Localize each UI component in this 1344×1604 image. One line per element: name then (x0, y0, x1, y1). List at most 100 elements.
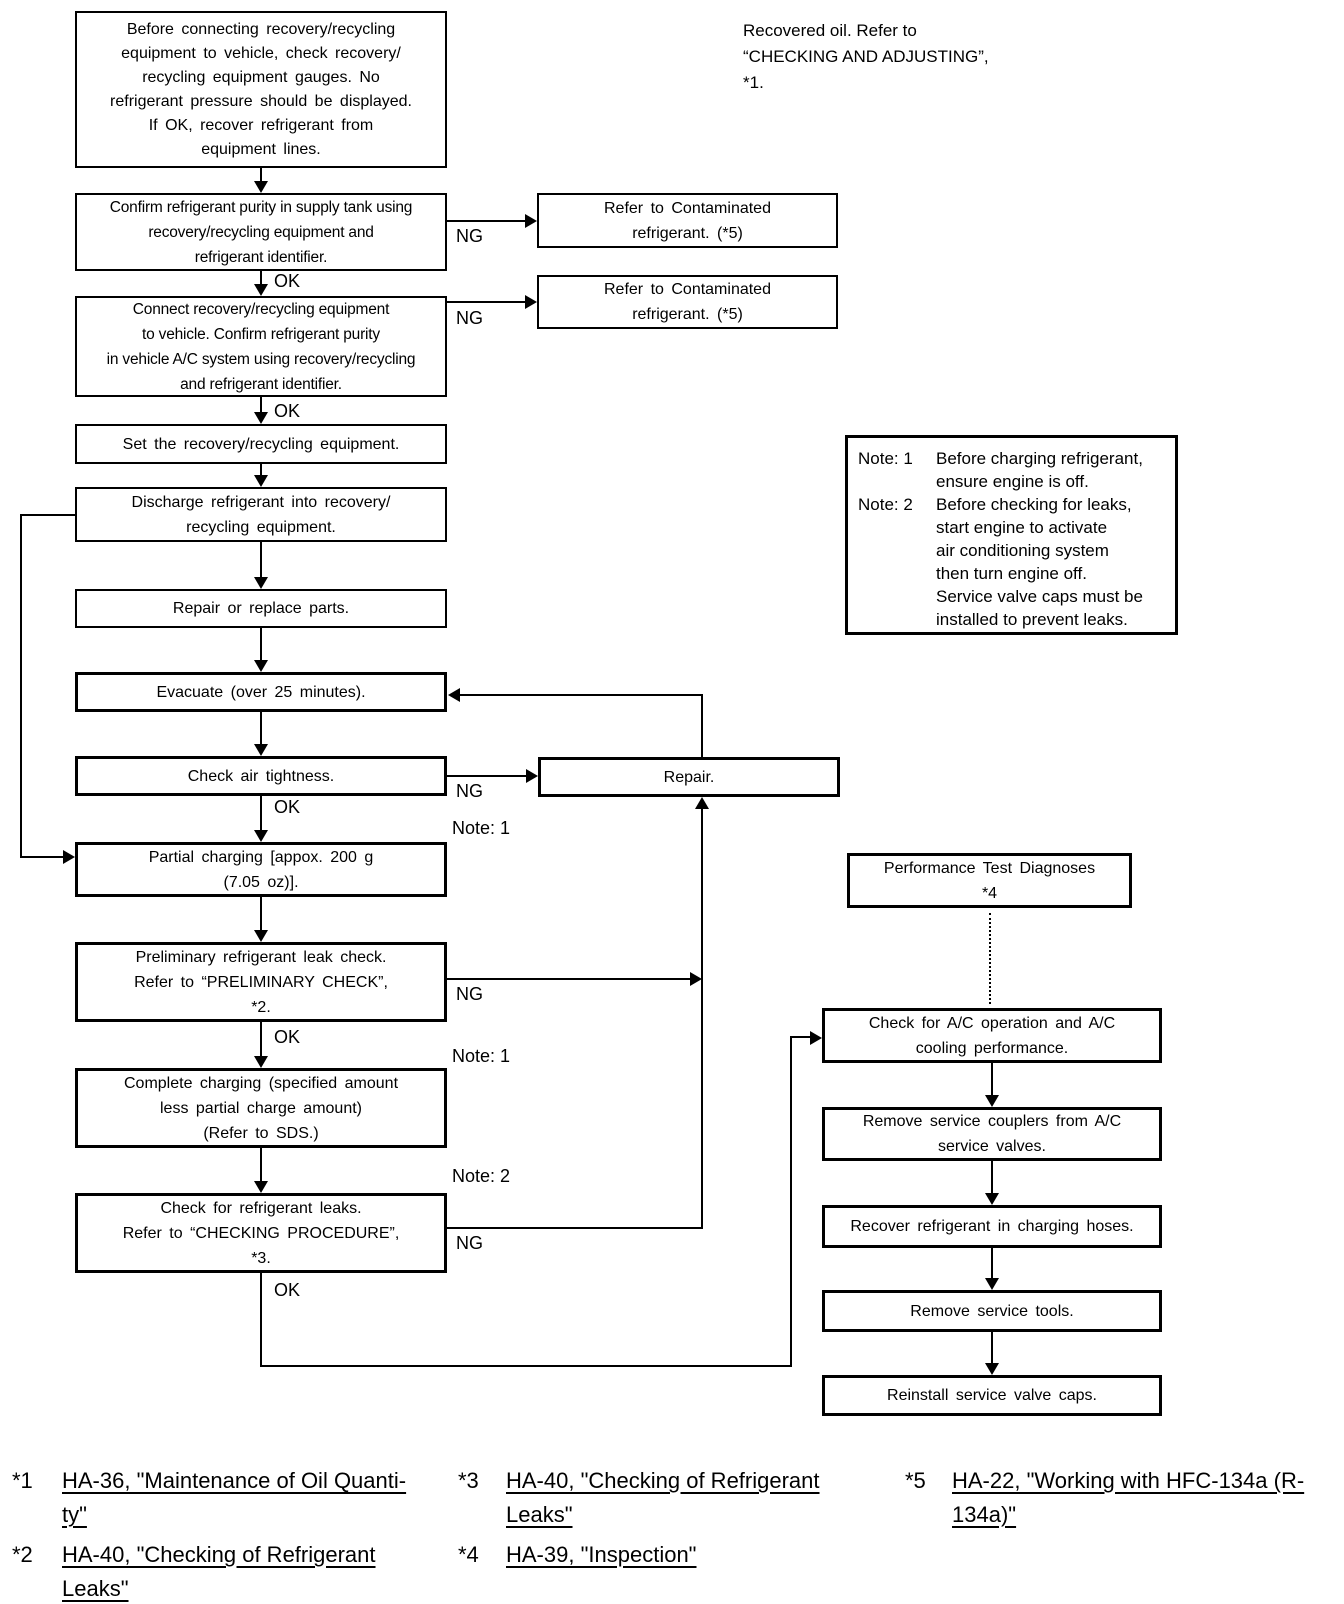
text-line: Repair. (663, 768, 715, 786)
connector-line (260, 628, 262, 661)
text-line: Leaks" (62, 1576, 129, 1601)
connector-line (790, 1036, 811, 1038)
text-line: If OK, recover refrigerant from (148, 116, 374, 134)
arrow-down-icon (254, 181, 268, 193)
connector-line (459, 694, 703, 696)
connector-line (260, 542, 262, 578)
note-row: Service valve caps must be (858, 585, 1165, 608)
text-line: less partial charge amount) (160, 1099, 362, 1117)
text-line: HA-22, "Working with HFC-134a (R- (952, 1468, 1305, 1493)
note-row: then turn engine off. (858, 562, 1165, 585)
connector-line (260, 1365, 792, 1367)
flow-box-check-air-tightness: Check air tightness. (75, 756, 447, 796)
note2-label: Note: 2 (452, 1166, 511, 1186)
note-row-text: ensure engine is off. (936, 472, 1089, 491)
connector-line (260, 1273, 262, 1367)
connector-line (260, 1148, 262, 1182)
text-line: recycling equipment gauges. No (142, 68, 380, 86)
ng-label: NG (456, 226, 483, 246)
arrow-right-icon (810, 1031, 822, 1045)
recovered-oil-annotation: Recovered oil. Refer to“CHECKING AND ADJ… (743, 18, 989, 96)
ng-label: NG (456, 984, 483, 1004)
text-line: Partial charging [appox. 200 g (148, 848, 374, 866)
connector-line (260, 397, 262, 413)
text-line: refrigerant. (*5) (632, 306, 743, 323)
text-line: Before connecting recovery/recycling (126, 20, 396, 38)
text-line: Set the recovery/recycling equipment. (122, 435, 400, 453)
text-line: Check for refrigerant leaks. (160, 1199, 362, 1217)
flow-box-discharge: Discharge refrigerant into recovery/recy… (75, 487, 447, 542)
footnote-link-ha36[interactable]: HA-36, "Maintenance of Oil Quanti-ty" (62, 1464, 406, 1532)
text-line: refrigerant identifier. (194, 248, 328, 266)
text-line: Confirm refrigerant purity in supply tan… (109, 198, 413, 216)
connector-line (260, 168, 262, 182)
text-line: Refer to Contaminated (604, 199, 771, 217)
text-line: Discharge refrigerant into recovery/ (131, 493, 391, 511)
connector-line (260, 712, 262, 745)
text-line: Performance Test Diagnoses (883, 859, 1096, 877)
text-line: Reinstall service valve caps. (887, 1387, 1097, 1404)
text-line: Refer to “PRELIMINARY CHECK”, (134, 973, 388, 991)
text-line: HA-36, "Maintenance of Oil Quanti- (62, 1468, 407, 1493)
note-row-label: Note: 2 (858, 495, 913, 514)
note-row-label (858, 562, 936, 585)
text-line: Remove service tools. (910, 1302, 1074, 1320)
arrow-down-icon (985, 1363, 999, 1375)
arrow-down-icon (254, 1181, 268, 1193)
text-line: Remove service couplers from A/C (862, 1113, 1122, 1130)
text-line: in vehicle A/C system using recovery/rec… (106, 350, 416, 368)
arrow-down-icon (985, 1095, 999, 1107)
connector-line (991, 1248, 993, 1278)
connector-line (701, 695, 703, 757)
note-row-text: installed to prevent leaks. (936, 610, 1128, 629)
note-row-label (858, 539, 936, 562)
arrow-down-icon (985, 1193, 999, 1205)
arrow-right-icon (690, 972, 702, 986)
arrow-right-icon (63, 850, 75, 864)
flow-box-set-equipment: Set the recovery/recycling equipment. (75, 424, 447, 464)
text-line: Leaks" (506, 1502, 573, 1527)
footnote-link-ha22[interactable]: HA-22, "Working with HFC-134a (R-134a)" (952, 1464, 1304, 1532)
footnote-marker-3: *3 (458, 1468, 479, 1493)
footnote-marker-4: *4 (458, 1542, 479, 1567)
text-line: ty" (62, 1502, 87, 1527)
text-line: equipment to vehicle, check recovery/ (121, 44, 401, 62)
text-line: *4 (981, 884, 998, 902)
note-row-text: air conditioning system (936, 541, 1109, 560)
footnote-link-ha39[interactable]: HA-39, "Inspection" (506, 1538, 697, 1572)
connector-line (20, 856, 63, 858)
arrow-right-icon (526, 769, 538, 783)
connector-line (701, 808, 703, 1229)
connector-line (260, 271, 262, 285)
note-row-text: then turn engine off. (936, 564, 1087, 583)
arrow-down-icon (254, 660, 268, 672)
footnote-marker-2: *2 (12, 1542, 33, 1567)
arrow-up-icon (695, 797, 709, 809)
arrow-down-icon (254, 475, 268, 487)
flow-box-recover-refrigerant-hoses: Recover refrigerant in charging hoses. (822, 1205, 1162, 1248)
text-line: (7.05 oz)]. (223, 873, 299, 891)
connector-line (447, 301, 525, 303)
arrow-right-icon (525, 295, 537, 309)
flow-box-reinstall-valve-caps: Reinstall service valve caps. (822, 1375, 1162, 1416)
footnote-marker-5: *5 (905, 1468, 926, 1493)
connector-line (991, 1063, 993, 1095)
connector-line (447, 978, 690, 980)
connector-line (447, 1227, 703, 1229)
ok-label: OK (274, 797, 301, 817)
text-line: HA-39, "Inspection" (506, 1542, 697, 1567)
flow-box-performance-test-diagnoses: Performance Test Diagnoses *4 (847, 853, 1132, 908)
text-line: refrigerant. (*5) (632, 224, 743, 242)
ok-label: OK (274, 1027, 301, 1047)
text-line: *3. (251, 1249, 271, 1267)
ng-label: NG (456, 1233, 483, 1253)
text-line: Preliminary refrigerant leak check. (135, 948, 387, 966)
text-line: and refrigerant identifier. (180, 375, 342, 393)
arrow-down-icon (254, 577, 268, 589)
flow-box-check-refrigerant-leaks: Check for refrigerant leaks.Refer to “CH… (75, 1193, 447, 1273)
